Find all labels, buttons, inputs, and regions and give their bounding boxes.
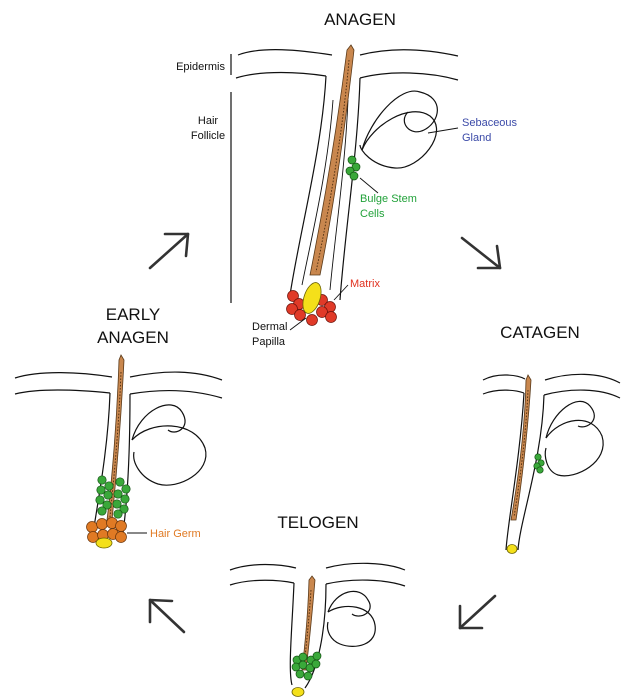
hair-follicle-label-line1: Hair bbox=[198, 115, 219, 127]
dermal-papilla-label-line2: Papilla bbox=[252, 336, 286, 348]
arrow-up-right-icon bbox=[150, 234, 188, 268]
anagen-follicle bbox=[236, 45, 458, 326]
matrix-label: Matrix bbox=[350, 278, 380, 290]
bulge-stem-cells-label-line1: Bulge Stem bbox=[360, 193, 417, 205]
early-anagen-follicle bbox=[15, 355, 222, 548]
anagen-title: ANAGEN bbox=[324, 10, 396, 29]
early-anagen-title-line1: EARLY bbox=[106, 305, 161, 324]
arrow-down-left-icon bbox=[460, 596, 495, 628]
telogen-title: TELOGEN bbox=[277, 513, 358, 532]
sebaceous-gland-label-line1: Sebaceous bbox=[462, 117, 518, 129]
epidermis-label: Epidermis bbox=[176, 61, 225, 73]
bulge-stem-cells-label-line2: Cells bbox=[360, 208, 385, 220]
early-anagen-title-line2: ANAGEN bbox=[97, 328, 169, 347]
dermal-papilla-label-line1: Dermal bbox=[252, 321, 287, 333]
arrow-up-left-icon bbox=[150, 600, 184, 632]
sebaceous-gland-label-line2: Gland bbox=[462, 132, 491, 144]
arrow-down-right-icon bbox=[462, 238, 500, 268]
catagen-follicle bbox=[483, 374, 620, 553]
catagen-title: CATAGEN bbox=[500, 323, 580, 342]
hair-follicle-label-line2: Follicle bbox=[191, 130, 225, 142]
telogen-follicle bbox=[230, 563, 405, 696]
hair-germ-label: Hair Germ bbox=[150, 528, 201, 540]
